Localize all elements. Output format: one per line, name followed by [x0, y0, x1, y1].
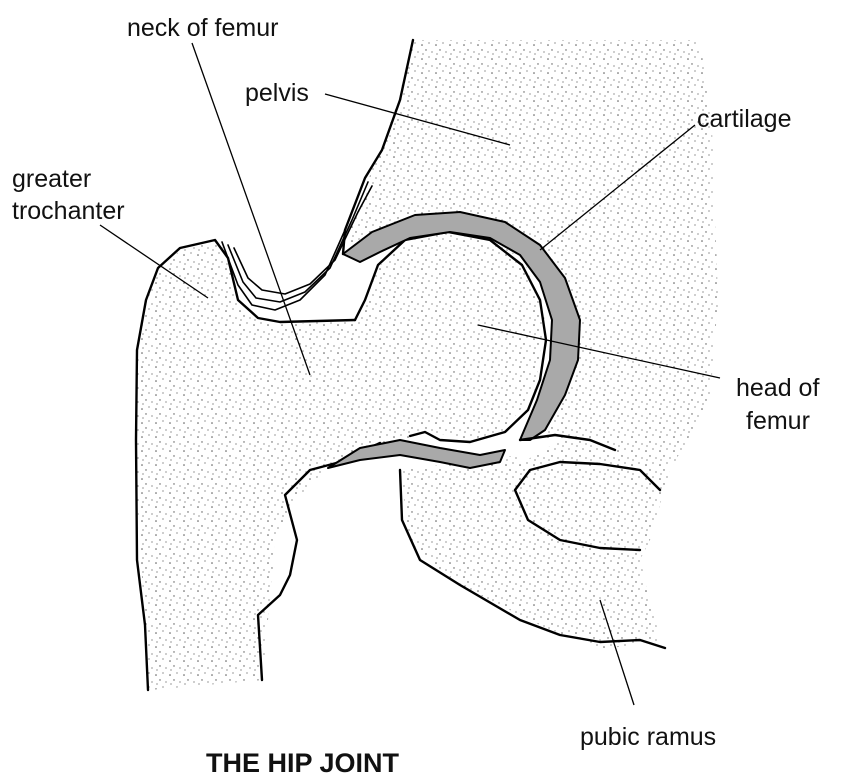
label-greater-trochanter-line2: trochanter: [12, 197, 125, 225]
label-head-of-femur-line2: femur: [746, 407, 810, 435]
label-neck-of-femur: neck of femur: [127, 14, 278, 42]
label-pelvis: pelvis: [245, 79, 309, 107]
diagram-title: THE HIP JOINT: [206, 748, 400, 778]
label-cartilage: cartilage: [697, 105, 792, 133]
label-pubic-ramus: pubic ramus: [580, 723, 716, 751]
label-greater-trochanter-line1: greater: [12, 165, 91, 193]
label-head-of-femur-line1: head of: [736, 374, 819, 402]
